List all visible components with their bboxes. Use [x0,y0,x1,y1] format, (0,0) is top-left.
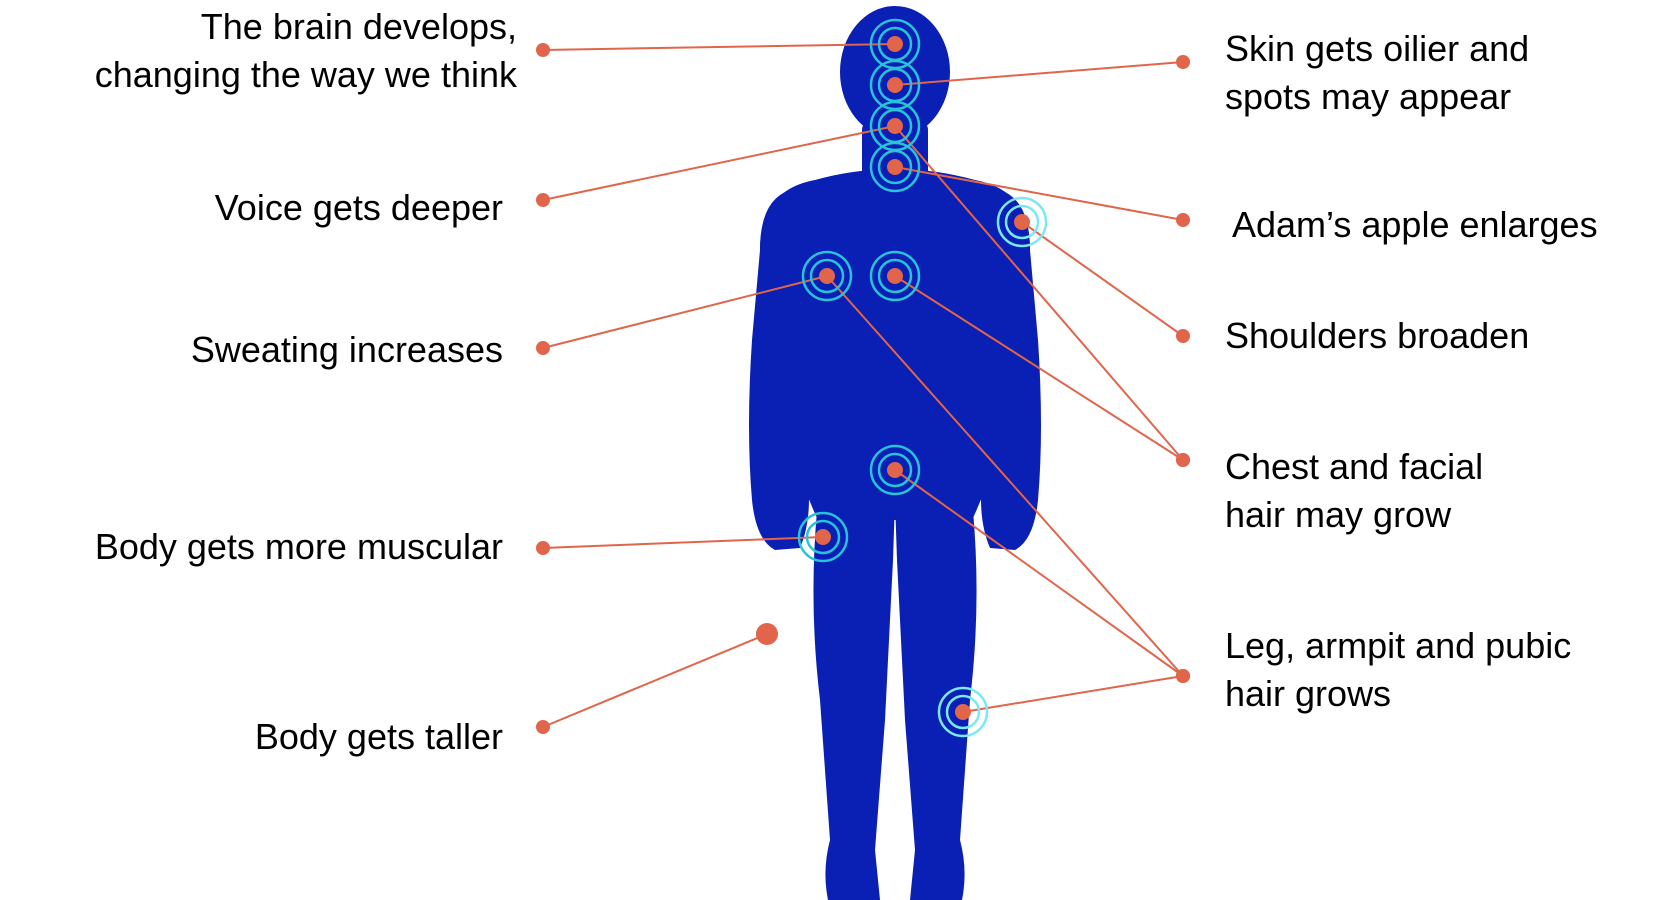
connector-skin-end-dot [1176,55,1190,69]
label-adams-apple: Adam’s apple enlarges [1232,201,1672,249]
label-brain-develops: The brain develops, changing the way we … [0,3,517,99]
marker-pubic-dot [887,462,903,478]
connector-taller-end-dot [536,720,550,734]
label-sweating: Sweating increases [0,326,503,374]
connector-taller [543,634,767,727]
marker-leg [939,688,987,736]
marker-sweat-dot [819,268,835,284]
label-shoulders: Shoulders broaden [1225,312,1665,360]
marker-adam-dot [887,159,903,175]
label-muscular: Body gets more muscular [0,523,503,571]
marker-muscle-dot [815,529,831,545]
connector-adam-end-dot [1176,213,1190,227]
right-leg [895,500,977,900]
connector-brain [543,44,895,50]
marker-sweat [803,252,851,300]
marker-chest [871,252,919,300]
label-chest-facial-hair: Chest and facial hair may grow [1225,443,1665,539]
marker-shoulder [998,198,1046,246]
label-leg-armpit-pubic-hair: Leg, armpit and pubic hair grows [1225,622,1665,718]
label-taller: Body gets taller [0,713,503,761]
marker-shoulder-dot [1014,214,1030,230]
connector-voice-end-dot [536,193,550,207]
connector-shoulders [1022,222,1183,336]
marker-brain-dot [887,36,903,52]
connector-leg [963,676,1183,712]
marker-muscle [799,513,847,561]
connector-sweat-end-dot [536,341,550,355]
marker-adam [871,143,919,191]
connector-shoulders-end-dot [1176,329,1190,343]
connector-muscle-end-dot [536,541,550,555]
marker-voice-dot [887,118,903,134]
connector-armpit-end-dot [1176,669,1190,683]
marker-pubic [871,446,919,494]
marker-chest-dot [887,268,903,284]
connector-brain-end-dot [536,43,550,57]
label-skin-oilier: Skin gets oilier and spots may appear [1225,25,1665,121]
label-voice-deeper: Voice gets deeper [0,184,503,232]
connector-facial-end-dot [1176,453,1190,467]
marker-leg-dot [955,704,971,720]
marker-skin-dot [887,77,903,93]
taller-dot [756,623,778,645]
